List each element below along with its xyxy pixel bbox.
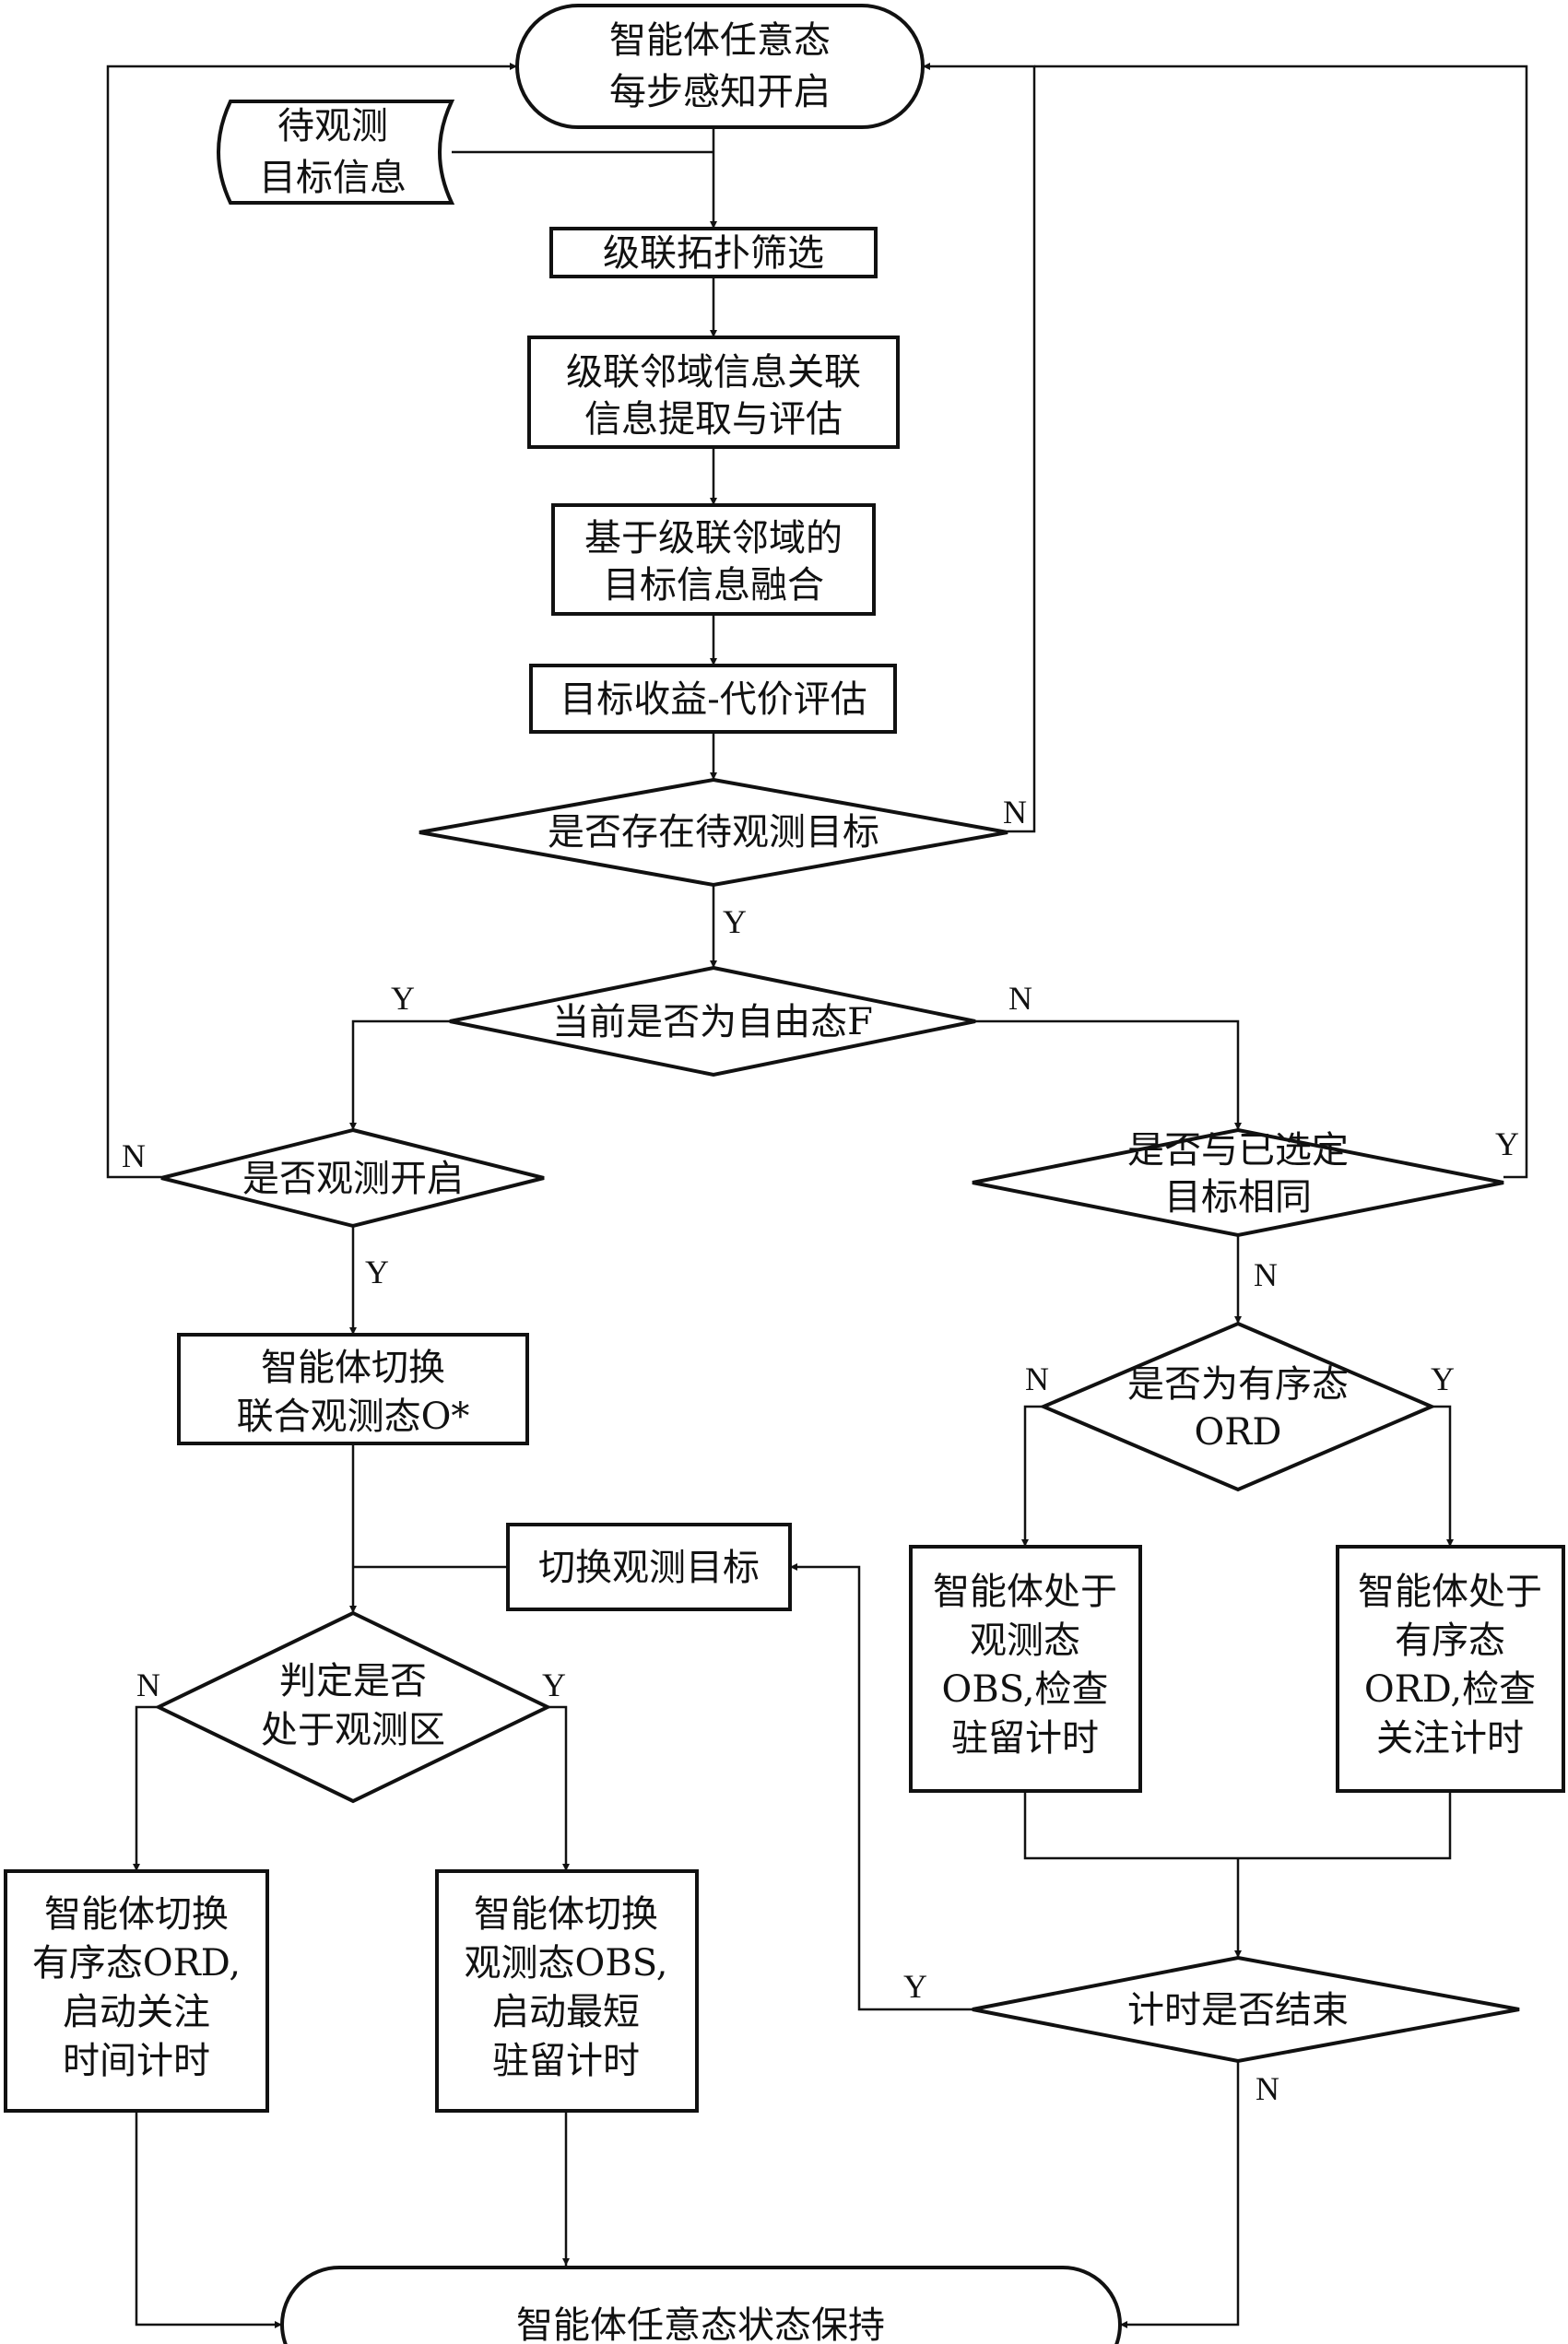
node-labels: 智能体任意态 每步感知开启 待观测 目标信息 级联拓扑筛选 级联邻域信息关联 信… xyxy=(32,19,1542,2344)
edge-free-no xyxy=(975,1019,1242,1130)
switch-obs-label-1: 智能体切换 xyxy=(474,1893,658,1936)
same-label-2: 目标相同 xyxy=(1164,1176,1312,1219)
ordered-label-1: 是否为有序态 xyxy=(1127,1363,1349,1406)
exist-label: 是否存在待观测目标 xyxy=(548,811,879,854)
switch-joint-label-2: 联合观测态O* xyxy=(237,1396,470,1438)
extract-label-2: 信息提取与评估 xyxy=(584,398,843,441)
timer-yes-label: Y xyxy=(903,1968,927,2005)
start-label-1: 智能体任意态 xyxy=(609,19,831,62)
input-label-2: 目标信息 xyxy=(259,157,407,199)
in-zone-label-2: 处于观测区 xyxy=(261,1709,445,1751)
timer-no-label: N xyxy=(1256,2070,1279,2107)
start-terminal xyxy=(515,4,925,129)
ordered-no-label: N xyxy=(1025,1360,1049,1397)
switch-ord-box xyxy=(4,1869,269,2113)
in-ord-box xyxy=(1336,1545,1565,1793)
end-label: 智能体任意态状态保持 xyxy=(516,2304,885,2344)
input-label-1: 待观测 xyxy=(277,105,388,147)
in-zone-label-1: 判定是否 xyxy=(279,1660,427,1702)
in-zone-decision xyxy=(154,1610,552,1804)
zone-no-label: N xyxy=(136,1667,160,1703)
same-decision xyxy=(972,1127,1504,1238)
extract-box xyxy=(527,336,900,449)
in-obs-label-3: OBS,检查 xyxy=(942,1668,1109,1711)
eval-box xyxy=(529,664,897,734)
same-no-label: N xyxy=(1254,1256,1278,1293)
fusion-label-1: 基于级联邻域的 xyxy=(584,517,843,559)
exist-no-label: N xyxy=(1003,794,1027,830)
fusion-box xyxy=(551,503,876,616)
free-no-label: N xyxy=(1008,980,1032,1017)
ordered-label-2: ORD xyxy=(1195,1411,1282,1454)
zone-yes-label: Y xyxy=(542,1667,566,1703)
in-ord-label-2: 有序态 xyxy=(1395,1620,1505,1662)
in-obs-label-4: 驻留计时 xyxy=(951,1717,1099,1760)
in-obs-box xyxy=(909,1545,1142,1793)
ordered-decision xyxy=(1038,1321,1437,1492)
switch-ord-label-2: 有序态ORD, xyxy=(32,1942,241,1985)
switch-ord-label-3: 启动关注 xyxy=(63,1991,210,2033)
obs-open-label: 是否观测开启 xyxy=(242,1158,464,1200)
timer-decision xyxy=(972,1955,1520,2064)
edge-timer-yes xyxy=(790,1563,973,2011)
edge-free-yes xyxy=(349,1019,450,1130)
edge-obs-open-no xyxy=(106,63,517,1179)
switch-ord-label-1: 智能体切换 xyxy=(44,1893,229,1936)
switch-target-box xyxy=(506,1523,792,1611)
filter-label: 级联拓扑筛选 xyxy=(603,232,824,275)
connectors xyxy=(106,63,1528,2328)
edge-check-join xyxy=(1023,1791,1452,1860)
switch-obs-label-2: 观测态OBS, xyxy=(465,1942,668,1985)
in-ord-label-1: 智能体处于 xyxy=(1358,1571,1542,1613)
shapes xyxy=(4,4,1565,2344)
extract-label-1: 级联邻域信息关联 xyxy=(566,351,861,394)
free-label: 当前是否为自由态F xyxy=(552,1001,873,1043)
edge-same-yes xyxy=(1034,65,1528,1179)
switch-joint-box xyxy=(177,1333,529,1445)
eval-label: 目标收益-代价评估 xyxy=(560,678,867,721)
edge-ord-end xyxy=(135,2111,282,2328)
edge-labels: N Y Y N N Y Y N N Y N Y Y N xyxy=(122,794,1519,2107)
switch-obs-box xyxy=(435,1869,699,2113)
fusion-label-2: 目标信息融合 xyxy=(603,564,824,607)
switch-ord-label-4: 时间计时 xyxy=(63,2040,210,2082)
switch-obs-label-4: 驻留计时 xyxy=(492,2040,640,2082)
start-label-2: 每步感知开启 xyxy=(609,71,831,113)
obs-open-yes-label: Y xyxy=(365,1254,389,1290)
same-label-1: 是否与已选定 xyxy=(1127,1129,1349,1172)
switch-joint-label-1: 智能体切换 xyxy=(261,1347,445,1389)
free-decision xyxy=(449,965,976,1078)
switch-obs-label-3: 启动最短 xyxy=(492,1991,640,2033)
edge-ordered-yes xyxy=(1432,1405,1454,1547)
timer-label: 计时是否结束 xyxy=(1127,1989,1349,2032)
in-ord-label-3: ORD,检查 xyxy=(1364,1668,1536,1711)
switch-target-label: 切换观测目标 xyxy=(538,1547,760,1589)
obs-open-decision xyxy=(160,1127,545,1229)
input-data-shape xyxy=(217,100,455,205)
filter-box xyxy=(549,227,878,278)
ordered-yes-label: Y xyxy=(1431,1360,1455,1397)
edge-exist-no xyxy=(923,63,1036,833)
in-obs-label-2: 观测态 xyxy=(970,1620,1080,1662)
end-terminal xyxy=(280,2266,1122,2344)
same-yes-label: Y xyxy=(1495,1125,1519,1162)
obs-open-no-label: N xyxy=(122,1137,146,1174)
exist-yes-label: Y xyxy=(723,903,747,940)
in-obs-label-1: 智能体处于 xyxy=(933,1571,1117,1613)
free-yes-label: Y xyxy=(391,980,415,1017)
edge-zone-no xyxy=(133,1705,159,1871)
in-ord-label-4: 关注计时 xyxy=(1376,1717,1524,1760)
edge-zone-yes xyxy=(548,1705,570,1871)
edge-timer-no xyxy=(1120,2061,1240,2328)
exist-decision xyxy=(419,777,1008,888)
edge-ordered-no xyxy=(1021,1405,1043,1547)
